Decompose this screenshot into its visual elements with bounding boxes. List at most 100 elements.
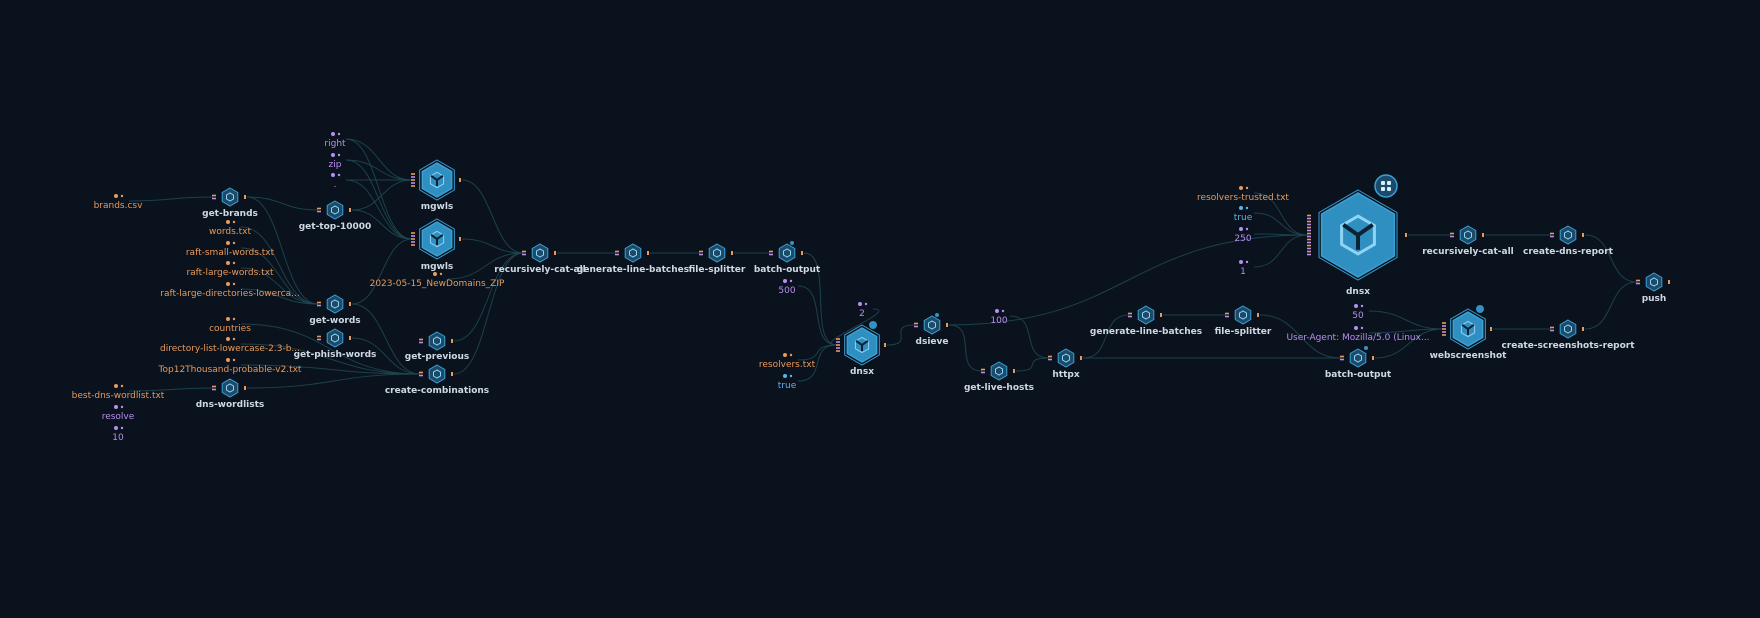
input-port[interactable]: [1048, 355, 1052, 358]
input-port[interactable]: [411, 241, 415, 243]
node-get-phish-words[interactable]: [317, 328, 351, 348]
node-get-previous[interactable]: [419, 331, 453, 351]
input-handle-icon[interactable]: [226, 220, 236, 224]
input-port[interactable]: [1307, 223, 1311, 226]
node-dnsx-1[interactable]: [836, 324, 886, 366]
output-port[interactable]: [1490, 327, 1492, 331]
input-value-in-100[interactable]: 100: [990, 316, 1008, 326]
input-port[interactable]: [1636, 282, 1640, 285]
node-label-get-brands[interactable]: get-brands: [202, 209, 258, 219]
input-value-in-bestdns[interactable]: best-dns-wordlist.txt: [71, 391, 165, 401]
input-port[interactable]: [1128, 312, 1132, 315]
input-port[interactable]: [914, 322, 918, 325]
input-value-in-newdomains[interactable]: 2023-05-15_NewDomains_ZIP: [369, 279, 505, 289]
input-handle-icon[interactable]: [858, 302, 868, 306]
input-port[interactable]: [1550, 235, 1554, 238]
node-create-dns-report[interactable]: [1550, 225, 1584, 245]
input-port[interactable]: [212, 194, 216, 197]
input-handle-icon[interactable]: [1239, 186, 1249, 190]
input-value-in-raft-small[interactable]: raft-small-words.txt: [185, 248, 275, 258]
input-port[interactable]: [836, 347, 840, 349]
node-label-dnsx-1[interactable]: dnsx: [849, 367, 875, 377]
input-port[interactable]: [419, 371, 423, 374]
input-port[interactable]: [1442, 331, 1446, 333]
node-label-create-dns-report[interactable]: create-dns-report: [1523, 247, 1613, 257]
input-port[interactable]: [1307, 250, 1311, 253]
input-value-in-right[interactable]: right: [324, 139, 346, 149]
input-value-in-useragent[interactable]: User-Agent: Mozilla/5.0 (Linux...: [1286, 333, 1430, 343]
input-handle-icon[interactable]: [226, 261, 236, 265]
node-file-splitter-1[interactable]: [699, 243, 733, 263]
input-port[interactable]: [419, 374, 423, 377]
module-settings-button[interactable]: [1374, 174, 1398, 198]
input-port[interactable]: [1307, 235, 1311, 238]
output-port[interactable]: [349, 302, 351, 306]
output-port[interactable]: [884, 343, 886, 347]
input-value-in-zip[interactable]: zip: [328, 160, 342, 170]
input-value-in-words[interactable]: words.txt: [208, 227, 252, 237]
node-get-brands[interactable]: [212, 187, 246, 207]
node-label-get-live-hosts[interactable]: get-live-hosts: [963, 383, 1035, 393]
input-value-in-dot[interactable]: .: [333, 180, 337, 190]
input-port[interactable]: [981, 371, 985, 374]
input-port[interactable]: [411, 232, 415, 234]
input-port[interactable]: [699, 250, 703, 253]
node-get-words[interactable]: [317, 294, 351, 314]
input-port[interactable]: [836, 341, 840, 343]
node-get-top-10000[interactable]: [317, 200, 351, 220]
output-port[interactable]: [1160, 313, 1162, 317]
output-port[interactable]: [459, 178, 461, 182]
input-port[interactable]: [1307, 226, 1311, 229]
output-port[interactable]: [647, 251, 649, 255]
output-port[interactable]: [451, 339, 453, 343]
node-label-dnsx-2[interactable]: dnsx: [1345, 287, 1371, 297]
input-port[interactable]: [981, 368, 985, 371]
node-label-file-splitter-2[interactable]: file-splitter: [1214, 327, 1272, 337]
output-port[interactable]: [1372, 356, 1374, 360]
input-port[interactable]: [317, 210, 321, 213]
output-port[interactable]: [1013, 369, 1015, 373]
input-handle-icon[interactable]: [783, 353, 793, 357]
input-port[interactable]: [1340, 355, 1344, 358]
input-port[interactable]: [411, 185, 415, 187]
input-port[interactable]: [1442, 322, 1446, 324]
output-port[interactable]: [1582, 233, 1584, 237]
node-dsieve[interactable]: [914, 315, 948, 335]
node-label-generate-line-batches-2[interactable]: generate-line-batches: [1089, 327, 1203, 337]
input-port[interactable]: [317, 338, 321, 341]
input-port[interactable]: [1450, 232, 1454, 235]
input-port[interactable]: [1307, 232, 1311, 235]
node-label-recursively-cat-all-2[interactable]: recursively-cat-all: [1422, 247, 1514, 257]
input-port[interactable]: [1442, 328, 1446, 330]
node-webscreenshot[interactable]: [1442, 308, 1492, 350]
node-mgwls-1[interactable]: [411, 159, 461, 201]
input-handle-icon[interactable]: [783, 279, 793, 283]
input-value-in-brands[interactable]: brands.csv: [93, 201, 143, 211]
input-port[interactable]: [914, 325, 918, 328]
node-label-generate-line-batches-1[interactable]: generate-line-batches: [576, 265, 690, 275]
output-port[interactable]: [459, 237, 461, 241]
input-port[interactable]: [769, 253, 773, 256]
input-port[interactable]: [1636, 279, 1640, 282]
input-value-in-1[interactable]: 1: [1240, 267, 1246, 277]
input-handle-icon[interactable]: [433, 272, 443, 276]
input-port[interactable]: [1307, 241, 1311, 244]
node-recursively-cat-all-2[interactable]: [1450, 225, 1484, 245]
input-value-in-10[interactable]: 10: [112, 433, 124, 443]
node-generate-line-batches-2[interactable]: [1128, 305, 1162, 325]
output-port[interactable]: [349, 208, 351, 212]
node-label-batch-output-1[interactable]: batch-output: [753, 265, 821, 275]
input-port[interactable]: [212, 385, 216, 388]
node-label-dsieve[interactable]: dsieve: [915, 337, 949, 347]
input-port[interactable]: [212, 388, 216, 391]
output-port[interactable]: [1668, 280, 1670, 284]
input-value-in-raft-dirs[interactable]: raft-large-directories-lowerca...: [160, 289, 300, 299]
input-value-in-countries[interactable]: countries: [209, 324, 251, 334]
input-handle-icon[interactable]: [226, 317, 236, 321]
output-port[interactable]: [946, 323, 948, 327]
input-port[interactable]: [615, 253, 619, 256]
input-port[interactable]: [1048, 358, 1052, 361]
input-port[interactable]: [1307, 247, 1311, 250]
node-label-get-previous[interactable]: get-previous: [404, 352, 470, 362]
